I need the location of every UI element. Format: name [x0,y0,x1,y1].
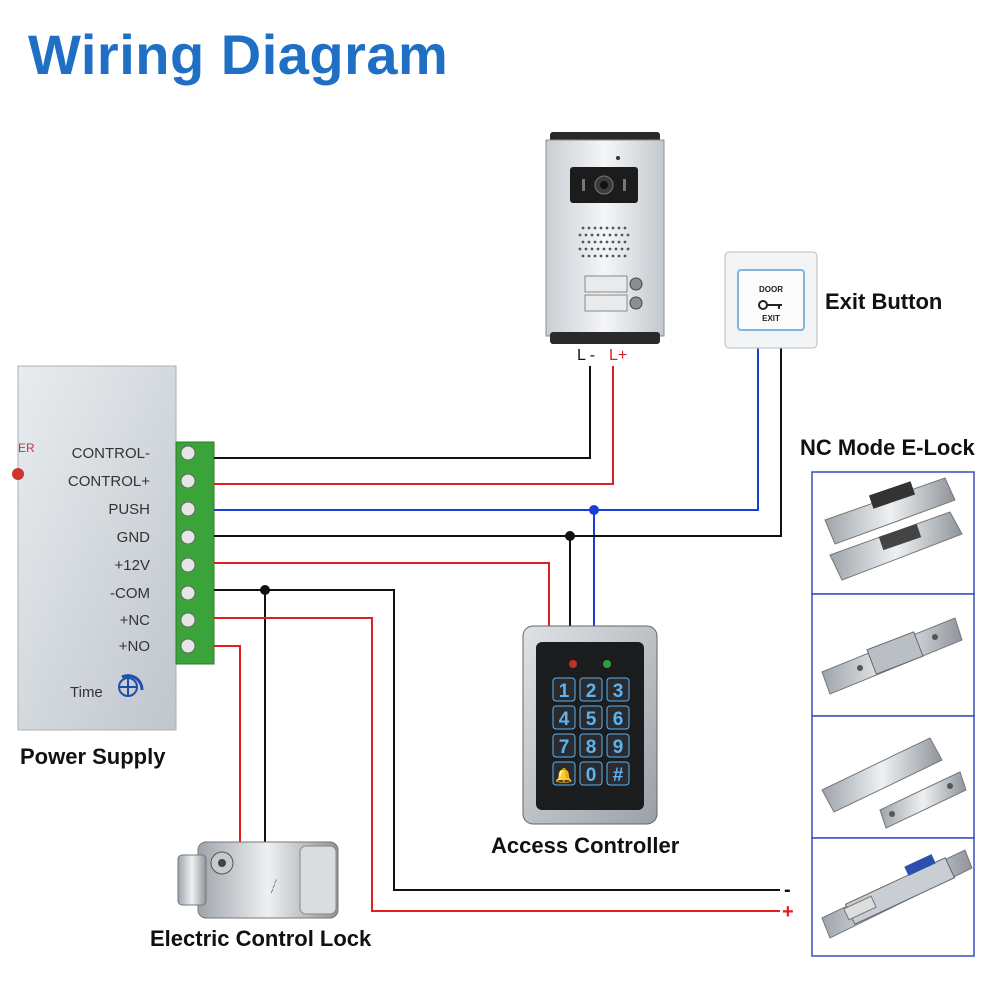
call-button-1 [629,277,643,291]
call-button-2-nameplate [584,294,628,312]
wires [214,346,782,912]
cathode-lock-image [821,849,973,939]
exit-button-exit-text: EXIT [762,314,780,323]
key-2: 2 [586,681,597,702]
key-0: 0 [586,765,597,786]
nc-lock-label: NC Mode E-Lock [800,435,975,460]
nc-lock-panels [811,471,975,957]
keypad-keys [552,677,630,786]
exit-button: DOOR EXIT [724,251,818,349]
time-label: Time [70,684,103,701]
key-8: 8 [586,737,597,758]
power-supply-label: Power Supply [20,744,166,769]
bell-icon: 🔔 [555,767,572,784]
status-led-green [603,660,611,668]
exit-button-door-text: DOOR [759,285,783,294]
bolt-lock-image [824,477,963,581]
time-knob-icon [118,674,144,697]
key-5: 5 [586,709,597,730]
output-terminal-pos: + [782,901,794,923]
key-icon [758,300,782,310]
access-controller-label: Access Controller [491,833,680,858]
strike-lock-image [821,617,963,695]
terminal-label-push: PUSH [108,501,150,518]
intercom-terminal-neg: L - [577,347,595,364]
call-button-2 [629,296,643,310]
status-led-red [569,660,577,668]
key-6: 6 [613,709,624,730]
terminal-label-no: +NO [119,638,150,655]
power-led [12,468,24,480]
key-hash: # [613,765,624,786]
speaker-grille [578,226,630,258]
key-3: 3 [613,681,624,702]
terminal-label-control-pos: CONTROL+ [68,473,150,490]
output-terminal-neg: - [784,879,791,901]
terminal-block [175,441,215,665]
terminal-label-nc: +NC [120,612,151,629]
key-4: 4 [559,709,570,730]
terminal-label-12v: +12V [115,557,150,574]
intercom-terminal-pos: L+ [609,347,627,364]
wire-junctions [260,505,599,595]
terminal-label-com: -COM [110,585,150,602]
terminal-label-control-neg: CONTROL- [72,445,150,462]
magnetic-lock-image [821,737,967,829]
power-supply-body [17,365,177,731]
key-7: 7 [559,737,570,758]
key-1: 1 [559,681,570,702]
intercom-panel: L - L+ [545,132,665,364]
electric-control-lock: ~~~ [177,841,339,919]
power-supply-partial-text: ER [18,441,35,455]
power-supply: ER CONTROL- CONTROL+ PUSH GND +12V -COM … [12,365,215,731]
terminal-label-gnd: GND [117,529,151,546]
terminal-screws [180,445,196,654]
electric-lock-label: Electric Control Lock [150,926,372,951]
page-title: Wiring Diagram [28,23,449,86]
key-9: 9 [613,737,624,758]
access-controller: 1 2 3 4 5 6 7 8 9 🔔 0 # [522,625,658,825]
exit-button-label: Exit Button [825,289,943,314]
call-button-1-nameplate [584,275,628,293]
